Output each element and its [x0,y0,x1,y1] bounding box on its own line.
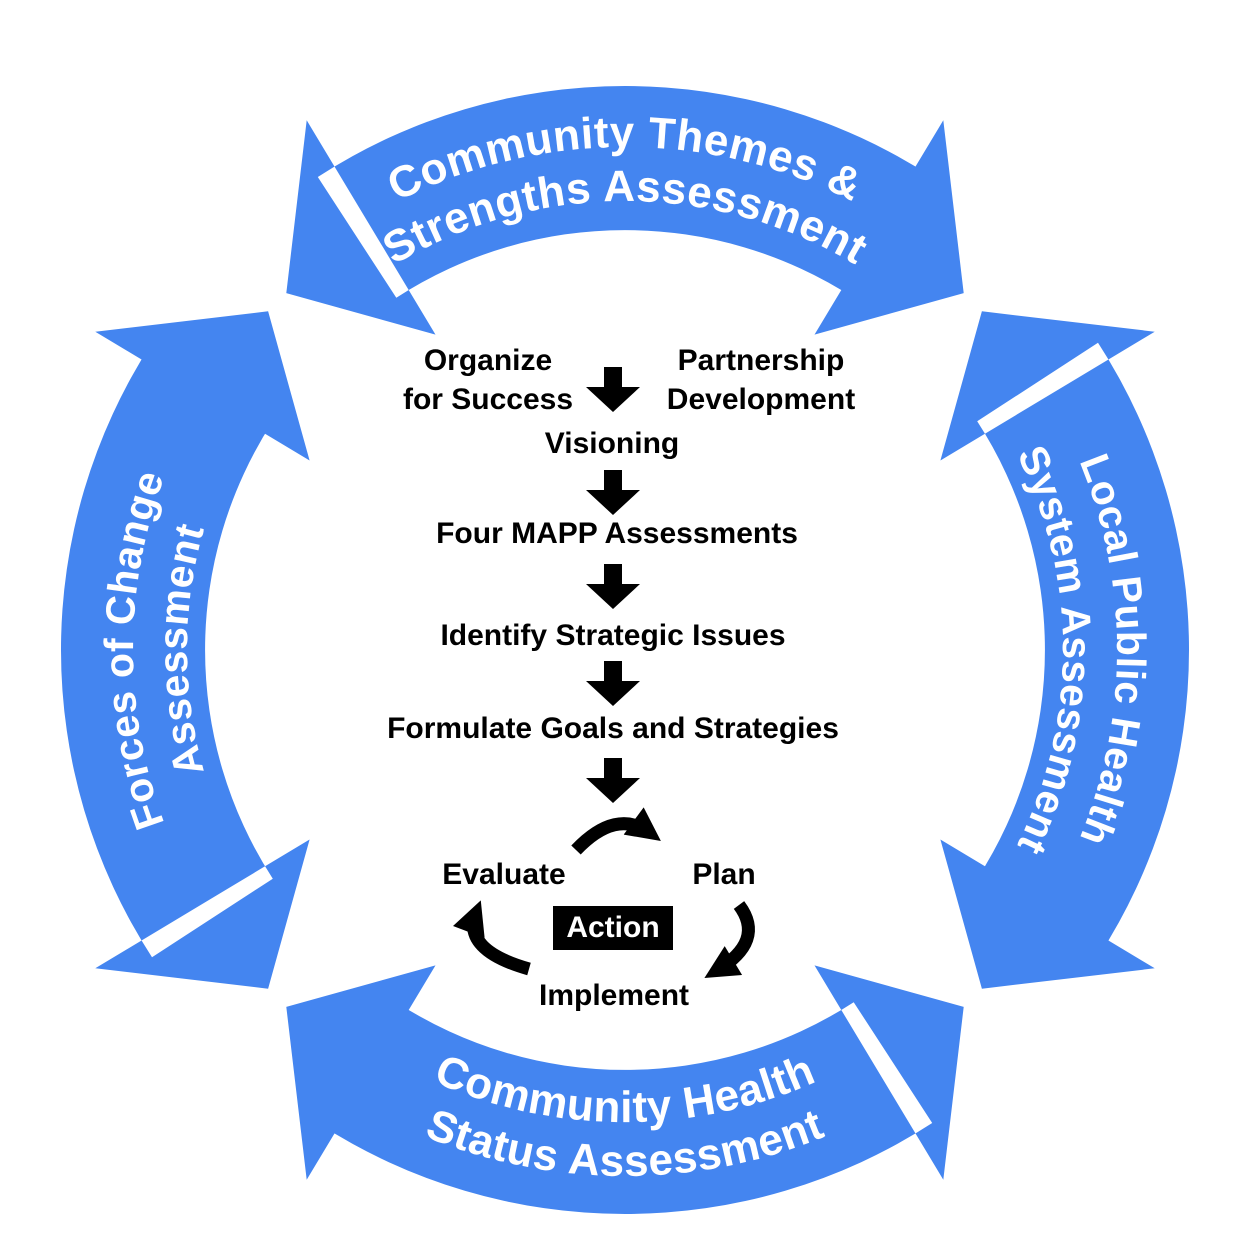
label-implement: Implement [538,979,690,1012]
band-arrow-top [286,85,964,335]
band-arrow-right [940,311,1190,989]
band-arrow-bottom [286,965,964,1215]
label-formulate-goals-strategies: Formulate Goals and Strategies [387,712,839,745]
label-partnership-line1: Partnership [677,344,845,377]
label-plan: Plan [692,858,756,891]
label-partnership-line2: Development [666,383,856,416]
label-organize-for-success: Organize for Success [403,341,573,419]
label-identify-strategic-issues: Identify Strategic Issues [440,619,786,652]
cycle-arrow-evaluate-to-plan-icon [571,807,661,855]
action-badge: Action [553,906,673,950]
cycle-arrow-plan-to-implement-icon [704,901,755,978]
down-arrow-icon [586,661,640,706]
label-four-mapp-assessments: Four MAPP Assessments [436,517,798,550]
label-organize-line2: for Success [402,383,574,416]
band-arrow-left [60,311,310,989]
down-arrow-icon [586,564,640,609]
cycle-arrow-implement-to-evaluate-icon [453,900,531,976]
down-arrow-icon [586,367,640,412]
label-visioning: Visioning [544,427,680,460]
down-arrow-icon [586,470,640,515]
label-partnership-development: Partnership Development [667,341,855,419]
label-evaluate: Evaluate [442,858,566,891]
label-action: Action [566,911,660,944]
label-organize-line1: Organize [423,344,553,377]
down-arrow-icon [586,758,640,803]
